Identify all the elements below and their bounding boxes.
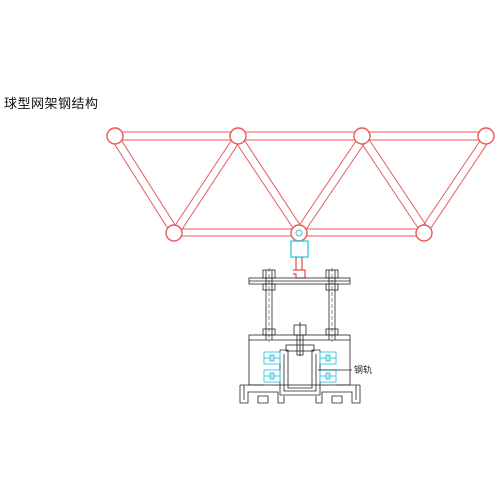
hanger-connector (290, 240, 309, 279)
hanger-bolt (295, 229, 303, 237)
space-truss (106, 127, 495, 242)
truss-nodes (106, 127, 495, 242)
ball-node (353, 127, 371, 145)
rail-label: 钢轨 (354, 364, 372, 376)
ball-node (415, 224, 433, 242)
ball-node (477, 127, 495, 145)
ball-node (165, 224, 183, 242)
rail-clamps (263, 351, 337, 383)
truss-diagonals (111, 137, 490, 233)
diagram-title: 球型网架钢结构 (4, 97, 99, 112)
ball-node (290, 224, 308, 242)
rail-hanger-assembly (239, 268, 361, 404)
ball-node (229, 127, 247, 145)
ball-node (106, 127, 124, 145)
